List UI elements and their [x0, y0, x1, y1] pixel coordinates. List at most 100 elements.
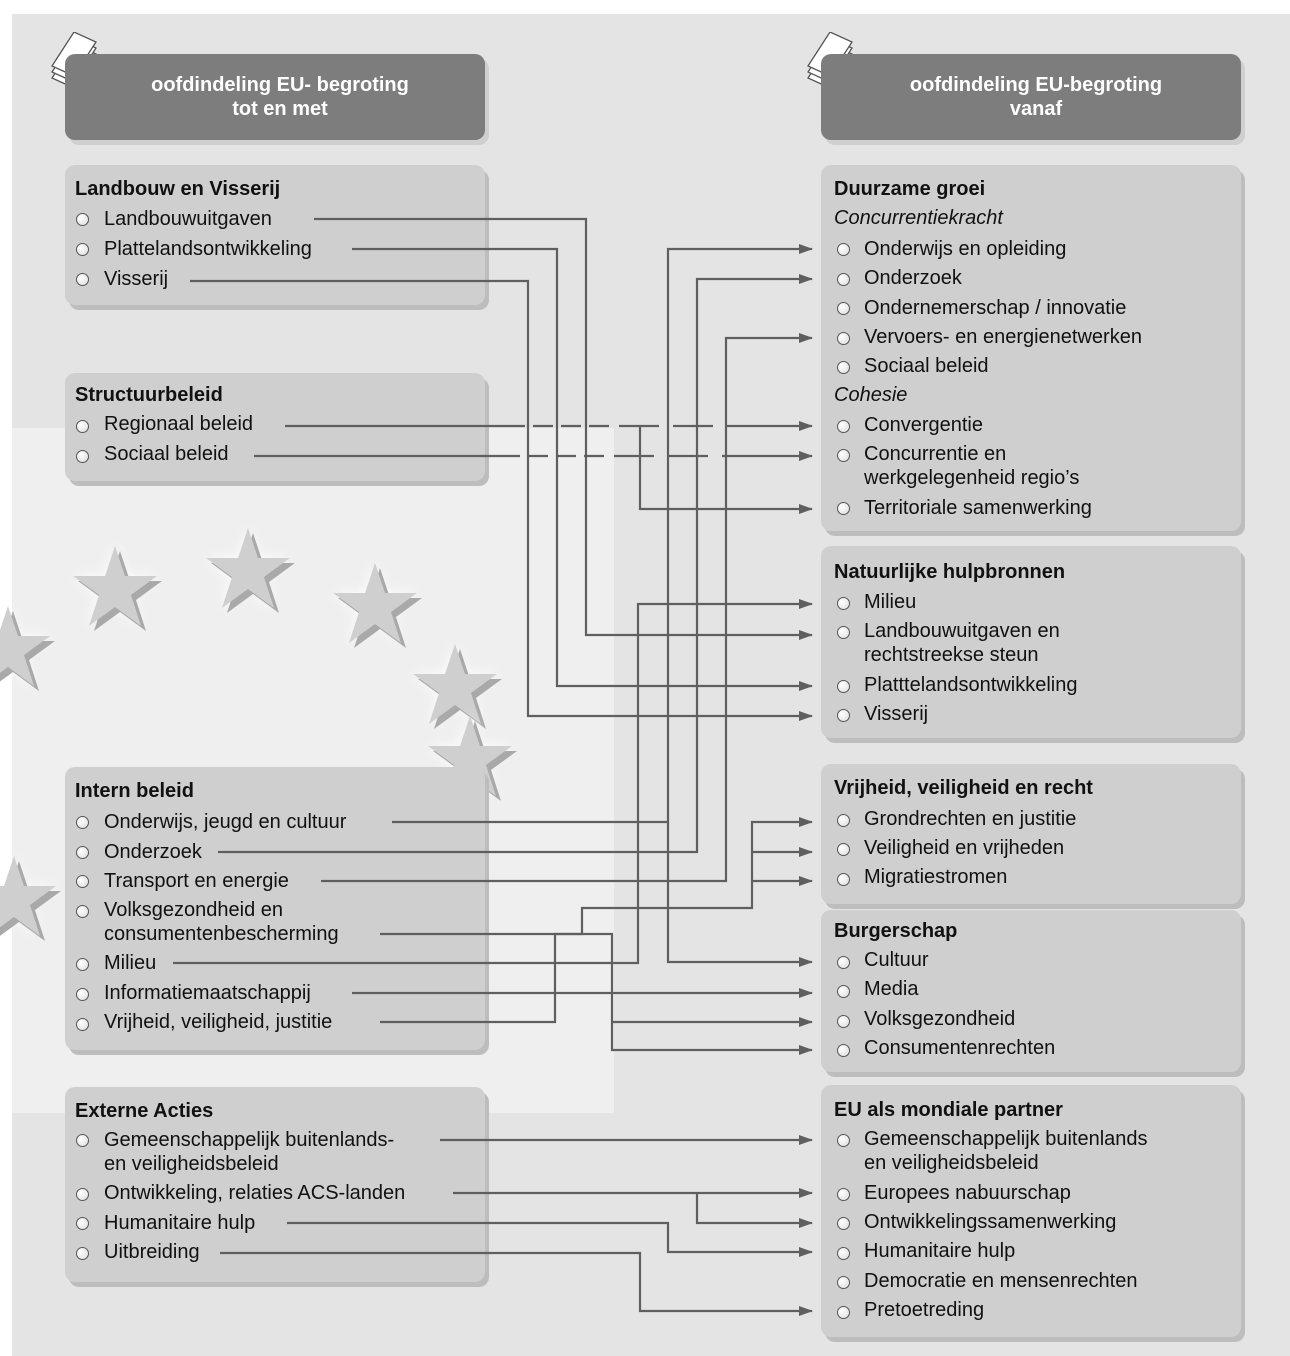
bullet-icon: [837, 361, 850, 374]
bullet-icon: [76, 1217, 89, 1230]
list-item: Landbouwuitgaven: [104, 208, 272, 230]
connector: [638, 426, 813, 514]
bullet-icon: [837, 273, 850, 286]
group-title: Burgerschap: [834, 920, 958, 942]
bullet-icon: [76, 816, 89, 829]
list-item-continued: consumentenbescherming: [104, 923, 339, 945]
right-group-duurzaam: [821, 165, 1241, 531]
header-left: oofdindeling EU- begroting tot en met: [65, 54, 485, 140]
list-item: Ondernemerschap / innovatie: [864, 297, 1127, 319]
connector: [218, 274, 813, 854]
bullet-icon: [76, 420, 89, 433]
list-item: Plattelandsontwikkeling: [104, 238, 312, 260]
list-item: Onderzoek: [104, 841, 202, 863]
group-title: EU als mondiale partner: [834, 1099, 1063, 1121]
bullet-icon: [76, 273, 89, 286]
header-left-line2: tot en met: [232, 98, 328, 120]
bullet-icon: [76, 243, 89, 256]
bullet-icon: [837, 332, 850, 345]
bullet-icon: [837, 243, 850, 256]
header-left-line1: oofdindeling EU- begroting: [151, 74, 409, 96]
list-item: Democratie en mensenrechten: [864, 1270, 1138, 1292]
group-title: Natuurlijke hulpbronnen: [834, 561, 1066, 583]
bullet-icon: [76, 905, 89, 918]
connector: [380, 817, 813, 936]
list-item: Humanitaire hulp: [104, 1212, 256, 1234]
bullet-icon: [837, 1015, 850, 1028]
list-item: Volksgezondheid: [864, 1008, 1016, 1030]
list-item: Sociaal beleid: [104, 443, 229, 465]
list-item: Onderwijs, jeugd en cultuur: [104, 811, 347, 833]
bullet-icon: [76, 1134, 89, 1147]
bullet-icon: [837, 985, 850, 998]
list-item: Landbouwuitgaven en: [864, 620, 1060, 642]
connector: [321, 333, 813, 883]
list-item: Gemeenschappelijk buitenlands: [864, 1128, 1148, 1150]
bullet-icon: [837, 1247, 850, 1260]
bullet-icon: [837, 420, 850, 433]
list-item: Transport en energie: [104, 870, 289, 892]
list-item: Cultuur: [864, 949, 929, 971]
header-right-line2: vanaf: [1009, 98, 1063, 120]
connector: [220, 1251, 813, 1316]
list-item: Regionaal beleid: [104, 413, 254, 435]
group-title: Externe Acties: [75, 1100, 214, 1122]
connector: [666, 822, 813, 967]
bullet-icon: [837, 1276, 850, 1289]
bullet-icon: [837, 502, 850, 515]
connector: [314, 217, 813, 640]
bullet-icon: [76, 958, 89, 971]
list-item: Grondrechten en justitie: [864, 808, 1077, 830]
bullet-icon: [837, 709, 850, 722]
list-item-continued: en veiligheidsbeleid: [104, 1153, 279, 1175]
list-item: Humanitaire hulp: [864, 1240, 1016, 1262]
bullet-icon: [837, 1217, 850, 1230]
group-title: Landbouw en Visserij: [75, 178, 281, 200]
list-item: Migratiestromen: [864, 866, 1008, 888]
bullet-icon: [76, 846, 89, 859]
list-item: Uitbreiding: [104, 1241, 200, 1263]
header-right-line1: oofdindeling EU-begroting: [909, 74, 1163, 96]
list-item: Informatiemaatschappij: [104, 982, 311, 1004]
list-item: Media: [864, 978, 919, 1000]
left-group-intern: [65, 767, 485, 1050]
bullet-icon: [76, 1018, 89, 1031]
group-title: Intern beleid: [75, 780, 194, 802]
bullet-icon: [837, 680, 850, 693]
bullet-icon: [837, 597, 850, 610]
subgroup-title: Concurrentiekracht: [834, 207, 1003, 229]
bullet-icon: [76, 213, 89, 226]
connector: [380, 932, 813, 1055]
list-item: Milieu: [104, 952, 157, 974]
list-item-continued: en veiligheidsbeleid: [864, 1152, 1039, 1174]
bullet-icon: [837, 1306, 850, 1319]
bullet-icon: [837, 1044, 850, 1057]
header-right: oofdindeling EU-begroting vanaf: [821, 54, 1241, 140]
bullet-icon: [837, 449, 850, 462]
right-group-natuur: [821, 546, 1241, 738]
list-item: Onderwijs en opleiding: [864, 238, 1067, 260]
right-group-mondiaal: [821, 1085, 1241, 1337]
list-item: Convergentie: [864, 414, 983, 436]
left-group-extern: [65, 1087, 485, 1282]
connector: [190, 279, 813, 721]
bullet-icon: [837, 302, 850, 315]
bullet-icon: [837, 873, 850, 886]
subgroup-title: Cohesie: [834, 384, 908, 406]
list-item: Sociaal beleid: [864, 355, 989, 377]
bullet-icon: [837, 1134, 850, 1147]
bullet-icon: [76, 1247, 89, 1260]
list-item: Ontwikkelingssamenwerking: [864, 1211, 1117, 1233]
list-item: Consumentenrechten: [864, 1037, 1056, 1059]
bullet-icon: [837, 843, 850, 856]
connector: [695, 1193, 813, 1228]
list-item: Platttelandsontwikkeling: [864, 674, 1078, 696]
list-item: Visserij: [864, 703, 929, 725]
list-item: Visserij: [104, 268, 169, 290]
connector: [173, 599, 813, 965]
right-group-vrijheid: [821, 764, 1241, 904]
bullet-icon: [76, 1188, 89, 1201]
group-title: Vrijheid, veiligheid en recht: [834, 777, 1093, 799]
